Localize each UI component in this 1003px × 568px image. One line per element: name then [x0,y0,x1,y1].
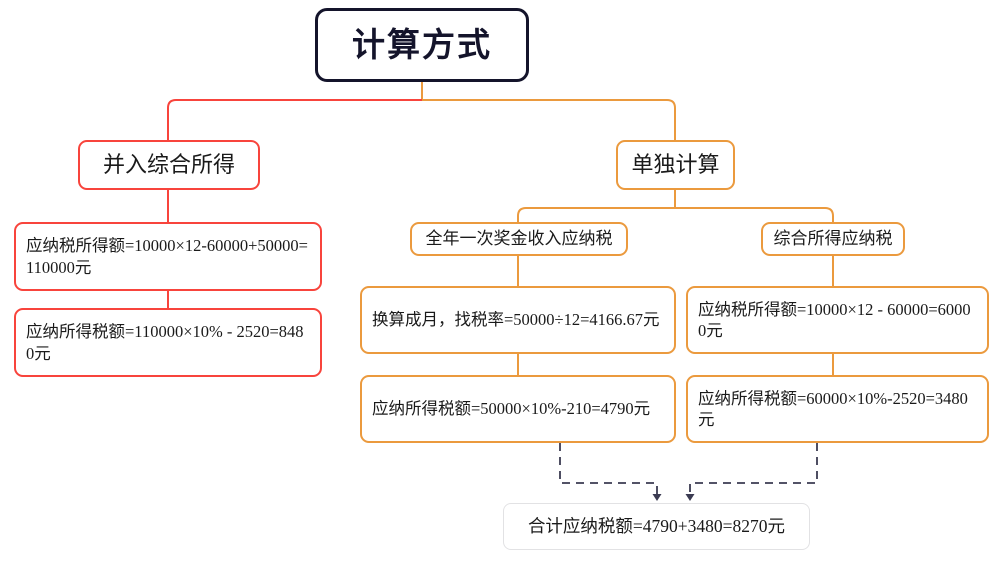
comprehensive-step-2-text: 应纳所得税额=60000×10%-2520=3480元 [698,388,968,429]
root-node[interactable]: 计算方式 [315,8,529,82]
left-step-1-text: 应纳税所得额=10000×12-60000+50000=110000元 [26,236,308,277]
sub-head-comprehensive[interactable]: 综合所得应纳税 [761,222,905,256]
root-node-label: 计算方式 [352,24,492,64]
branch-head-left-label: 并入综合所得 [102,151,235,177]
connector-dashed-bonus-to-total [559,443,658,496]
connector-root-to-right [422,99,676,140]
total-node[interactable]: 合计应纳税额=4790+3480=8270元 [503,503,810,550]
bonus-step-1[interactable]: 换算成月，找税率=50000÷12=4166.67元 [360,286,676,354]
sub-head-bonus-label: 全年一次奖金收入应纳税 [425,228,613,248]
comprehensive-step-2[interactable]: 应纳所得税额=60000×10%-2520=3480元 [686,375,989,443]
left-step-1[interactable]: 应纳税所得额=10000×12-60000+50000=110000元 [14,222,322,291]
comprehensive-step-1-text: 应纳税所得额=10000×12 - 60000=60000元 [698,299,971,340]
connector-right-to-comprehensive [675,207,834,222]
left-step-2[interactable]: 应纳所得税额=110000×10% - 2520=8480元 [14,308,322,377]
branch-head-right[interactable]: 单独计算 [616,140,735,190]
left-step-2-text: 应纳所得税额=110000×10% - 2520=8480元 [26,322,304,363]
arrowhead-bonus-to-total [652,494,662,501]
bonus-step-2-text: 应纳所得税额=50000×10%-210=4790元 [372,399,651,419]
sub-head-comprehensive-label: 综合所得应纳税 [773,228,893,248]
connector-right-to-bonus [517,207,675,222]
branch-head-right-label: 单独计算 [631,151,720,177]
comprehensive-step-1[interactable]: 应纳税所得额=10000×12 - 60000=60000元 [686,286,989,354]
arrowhead-comprehensive-to-total [685,494,695,501]
branch-head-left[interactable]: 并入综合所得 [78,140,260,190]
total-node-text: 合计应纳税额=4790+3480=8270元 [527,516,786,537]
connector-dashed-comprehensive-to-total [689,443,818,496]
bonus-step-1-text: 换算成月，找税率=50000÷12=4166.67元 [372,310,660,330]
bonus-step-2[interactable]: 应纳所得税额=50000×10%-210=4790元 [360,375,676,443]
sub-head-bonus[interactable]: 全年一次奖金收入应纳税 [410,222,628,256]
connector-root-to-left [167,99,422,140]
